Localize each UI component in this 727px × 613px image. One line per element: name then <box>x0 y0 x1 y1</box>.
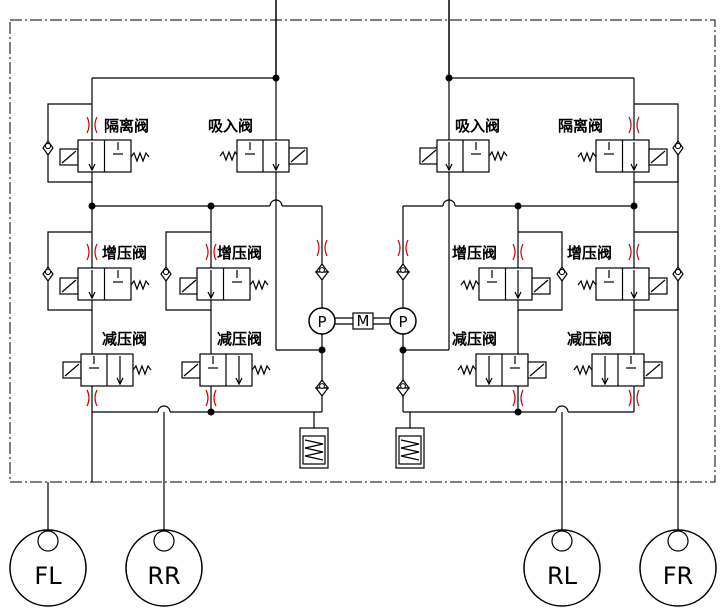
wheel-rr-label: RR <box>147 562 180 590</box>
suction-valve-left: 吸入阀 <box>208 117 308 173</box>
reduce-valve-fl: 减压阀 <box>62 330 152 407</box>
pump-right-symbol <box>389 307 417 335</box>
wheel-fl: FL <box>9 529 87 607</box>
boost-valve-rl: 增压阀 <box>452 231 568 311</box>
boost-valve-rr-label: 增压阀 <box>217 244 262 262</box>
reduce-valve-rl-label: 减压阀 <box>452 330 497 348</box>
boost-valve-rl-label: 增压阀 <box>452 244 497 262</box>
pump-right-label: P <box>398 313 407 331</box>
boost-valve-fl: 增压阀 <box>42 231 150 311</box>
wheel-rl: RL <box>523 529 601 607</box>
pump-motor-unit: P P M <box>308 239 417 397</box>
reduce-valve-fr-label: 减压阀 <box>567 330 612 348</box>
suction-valve-left-label: 吸入阀 <box>208 117 253 135</box>
reduce-valve-fl-label: 减压阀 <box>102 330 147 348</box>
boost-valve-rr: 增压阀 <box>160 231 269 311</box>
reduce-valve-rl: 减压阀 <box>452 330 547 407</box>
reduce-valve-fr: 减压阀 <box>567 330 663 407</box>
boost-valve-fr-label: 增压阀 <box>567 244 612 262</box>
motor-symbol <box>352 312 374 330</box>
reduce-valve-rr: 减压阀 <box>181 330 271 407</box>
reduce-valve-rr-label: 减压阀 <box>217 330 262 348</box>
wheel-fr-label: FR <box>663 562 693 590</box>
accumulator-right <box>395 427 425 469</box>
pump-left-label: P <box>317 313 326 331</box>
suction-valve-right-label: 吸入阀 <box>455 117 500 135</box>
ecu-boundary <box>9 19 716 483</box>
isolation-valve-left: 隔离阀 <box>42 103 150 183</box>
wheel-fr: FR <box>639 529 717 607</box>
pump-left-symbol <box>308 307 336 335</box>
isolation-valve-left-label: 隔离阀 <box>104 117 149 135</box>
wheel-fl-label: FL <box>34 562 62 590</box>
isolation-valve-right: 隔离阀 <box>558 103 684 183</box>
motor-label: M <box>357 312 370 330</box>
wheel-rr: RR <box>125 529 203 607</box>
accumulator-left <box>299 427 329 469</box>
wheel-rl-label: RL <box>547 562 578 590</box>
boost-valve-fl-label: 增压阀 <box>102 244 147 262</box>
suction-valve-right: 吸入阀 <box>419 117 508 173</box>
isolation-valve-right-label: 隔离阀 <box>558 117 603 135</box>
boost-valve-fr: 增压阀 <box>567 231 684 311</box>
